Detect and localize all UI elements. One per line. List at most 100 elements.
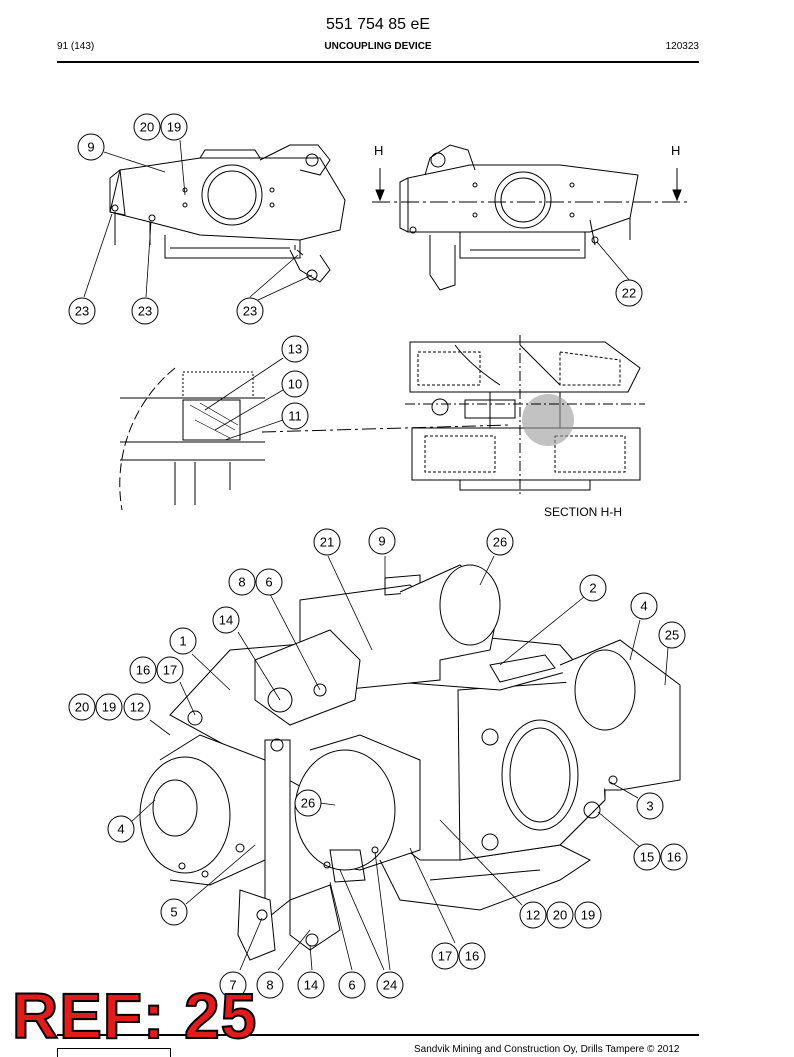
- svg-text:12: 12: [130, 700, 144, 715]
- callout: 23: [131, 297, 159, 325]
- svg-text:19: 19: [167, 120, 181, 135]
- svg-text:15: 15: [640, 850, 654, 865]
- callout: 4: [630, 592, 658, 620]
- ref-stamp: REF: 25: [11, 980, 258, 1052]
- callout: 1: [169, 627, 197, 655]
- callout: 13: [281, 335, 309, 363]
- callout: 14: [212, 606, 240, 634]
- callout: 20: [546, 901, 574, 929]
- callout: 2: [579, 574, 607, 602]
- svg-text:8: 8: [238, 575, 245, 590]
- svg-text:1: 1: [179, 634, 186, 649]
- svg-text:16: 16: [136, 663, 150, 678]
- callout: 20: [133, 113, 161, 141]
- svg-text:16: 16: [465, 949, 479, 964]
- section-marker-left: H: [374, 143, 383, 158]
- callout: 5: [160, 898, 188, 926]
- page-number: 91 (143): [57, 41, 95, 52]
- page-title: UNCOUPLING DEVICE: [324, 41, 432, 52]
- svg-text:21: 21: [320, 535, 334, 550]
- svg-text:23: 23: [75, 304, 89, 319]
- svg-text:4: 4: [640, 599, 647, 614]
- svg-text:20: 20: [140, 120, 154, 135]
- callout: 11: [281, 402, 309, 430]
- svg-text:6: 6: [265, 575, 272, 590]
- header-divider: [57, 61, 699, 63]
- svg-text:14: 14: [304, 978, 318, 993]
- svg-text:8: 8: [266, 978, 273, 993]
- svg-text:20: 20: [553, 908, 567, 923]
- callout: 17: [156, 656, 184, 684]
- side-view-left: [109, 144, 346, 283]
- svg-text:2: 2: [589, 581, 596, 596]
- svg-text:16: 16: [667, 850, 681, 865]
- callout: 21: [313, 528, 341, 556]
- svg-text:20: 20: [75, 700, 89, 715]
- callout: 25: [658, 621, 686, 649]
- callout: 15: [633, 843, 661, 871]
- callout: 9: [368, 527, 396, 555]
- callout: 10: [281, 370, 309, 398]
- document-code: 551 754 85 eE: [325, 16, 431, 33]
- svg-text:26: 26: [301, 796, 315, 811]
- svg-text:22: 22: [622, 286, 636, 301]
- callout: 19: [574, 901, 602, 929]
- callout: 23: [68, 297, 96, 325]
- svg-text:9: 9: [378, 534, 385, 549]
- callout: 16: [660, 843, 688, 871]
- svg-text:4: 4: [117, 822, 124, 837]
- front-view-right: [399, 144, 639, 291]
- svg-text:14: 14: [219, 613, 233, 628]
- svg-text:23: 23: [243, 304, 257, 319]
- svg-text:25: 25: [665, 628, 679, 643]
- svg-text:13: 13: [288, 342, 302, 357]
- callout: 19: [160, 113, 188, 141]
- callout: 24: [376, 971, 404, 999]
- svg-text:23: 23: [138, 304, 152, 319]
- callout: 20: [68, 693, 96, 721]
- svg-text:12: 12: [526, 908, 540, 923]
- svg-text:3: 3: [646, 799, 653, 814]
- header-row: 91 (143) UNCOUPLING DEVICE 120323: [57, 41, 699, 55]
- callout: 16: [458, 942, 486, 970]
- svg-text:5: 5: [170, 905, 177, 920]
- callout: 12: [123, 693, 151, 721]
- svg-text:19: 19: [581, 908, 595, 923]
- svg-text:24: 24: [383, 978, 397, 993]
- section-marker-right: H: [671, 143, 680, 158]
- callout: 26: [486, 528, 514, 556]
- callout: 19: [95, 693, 123, 721]
- callout: 6: [255, 568, 283, 596]
- section-label: SECTION H-H: [544, 505, 622, 519]
- callout: 6: [338, 971, 366, 999]
- footer-divider: [57, 1034, 699, 1036]
- detail-view: [119, 367, 511, 511]
- svg-text:9: 9: [87, 140, 94, 155]
- isometric-view: [139, 564, 681, 961]
- callouts: 20 19 9 23 23 23 22 13 10 11 21 9 26 8 6…: [68, 113, 688, 999]
- callout: 8: [228, 568, 256, 596]
- svg-text:19: 19: [102, 700, 116, 715]
- document-date: 120323: [665, 41, 699, 52]
- svg-text:11: 11: [288, 409, 302, 424]
- callout: 16: [129, 656, 157, 684]
- callout: 3: [636, 792, 664, 820]
- section-line: [372, 168, 688, 203]
- callout: 12: [519, 901, 547, 929]
- leader-lines: [83, 139, 669, 971]
- callout: 4: [107, 815, 135, 843]
- svg-text:17: 17: [163, 663, 177, 678]
- svg-text:26: 26: [493, 535, 507, 550]
- svg-text:17: 17: [438, 949, 452, 964]
- callout: 8: [256, 971, 284, 999]
- section-view: [405, 335, 645, 497]
- svg-text:6: 6: [348, 978, 355, 993]
- footer-copyright: Sandvik Mining and Construction Oy, Dril…: [414, 1044, 680, 1055]
- callout: 26: [294, 789, 322, 817]
- svg-text:7: 7: [229, 978, 236, 993]
- callout: 22: [615, 279, 643, 307]
- svg-text:10: 10: [288, 377, 302, 392]
- callout: 14: [297, 971, 325, 999]
- callout: 9: [77, 133, 105, 161]
